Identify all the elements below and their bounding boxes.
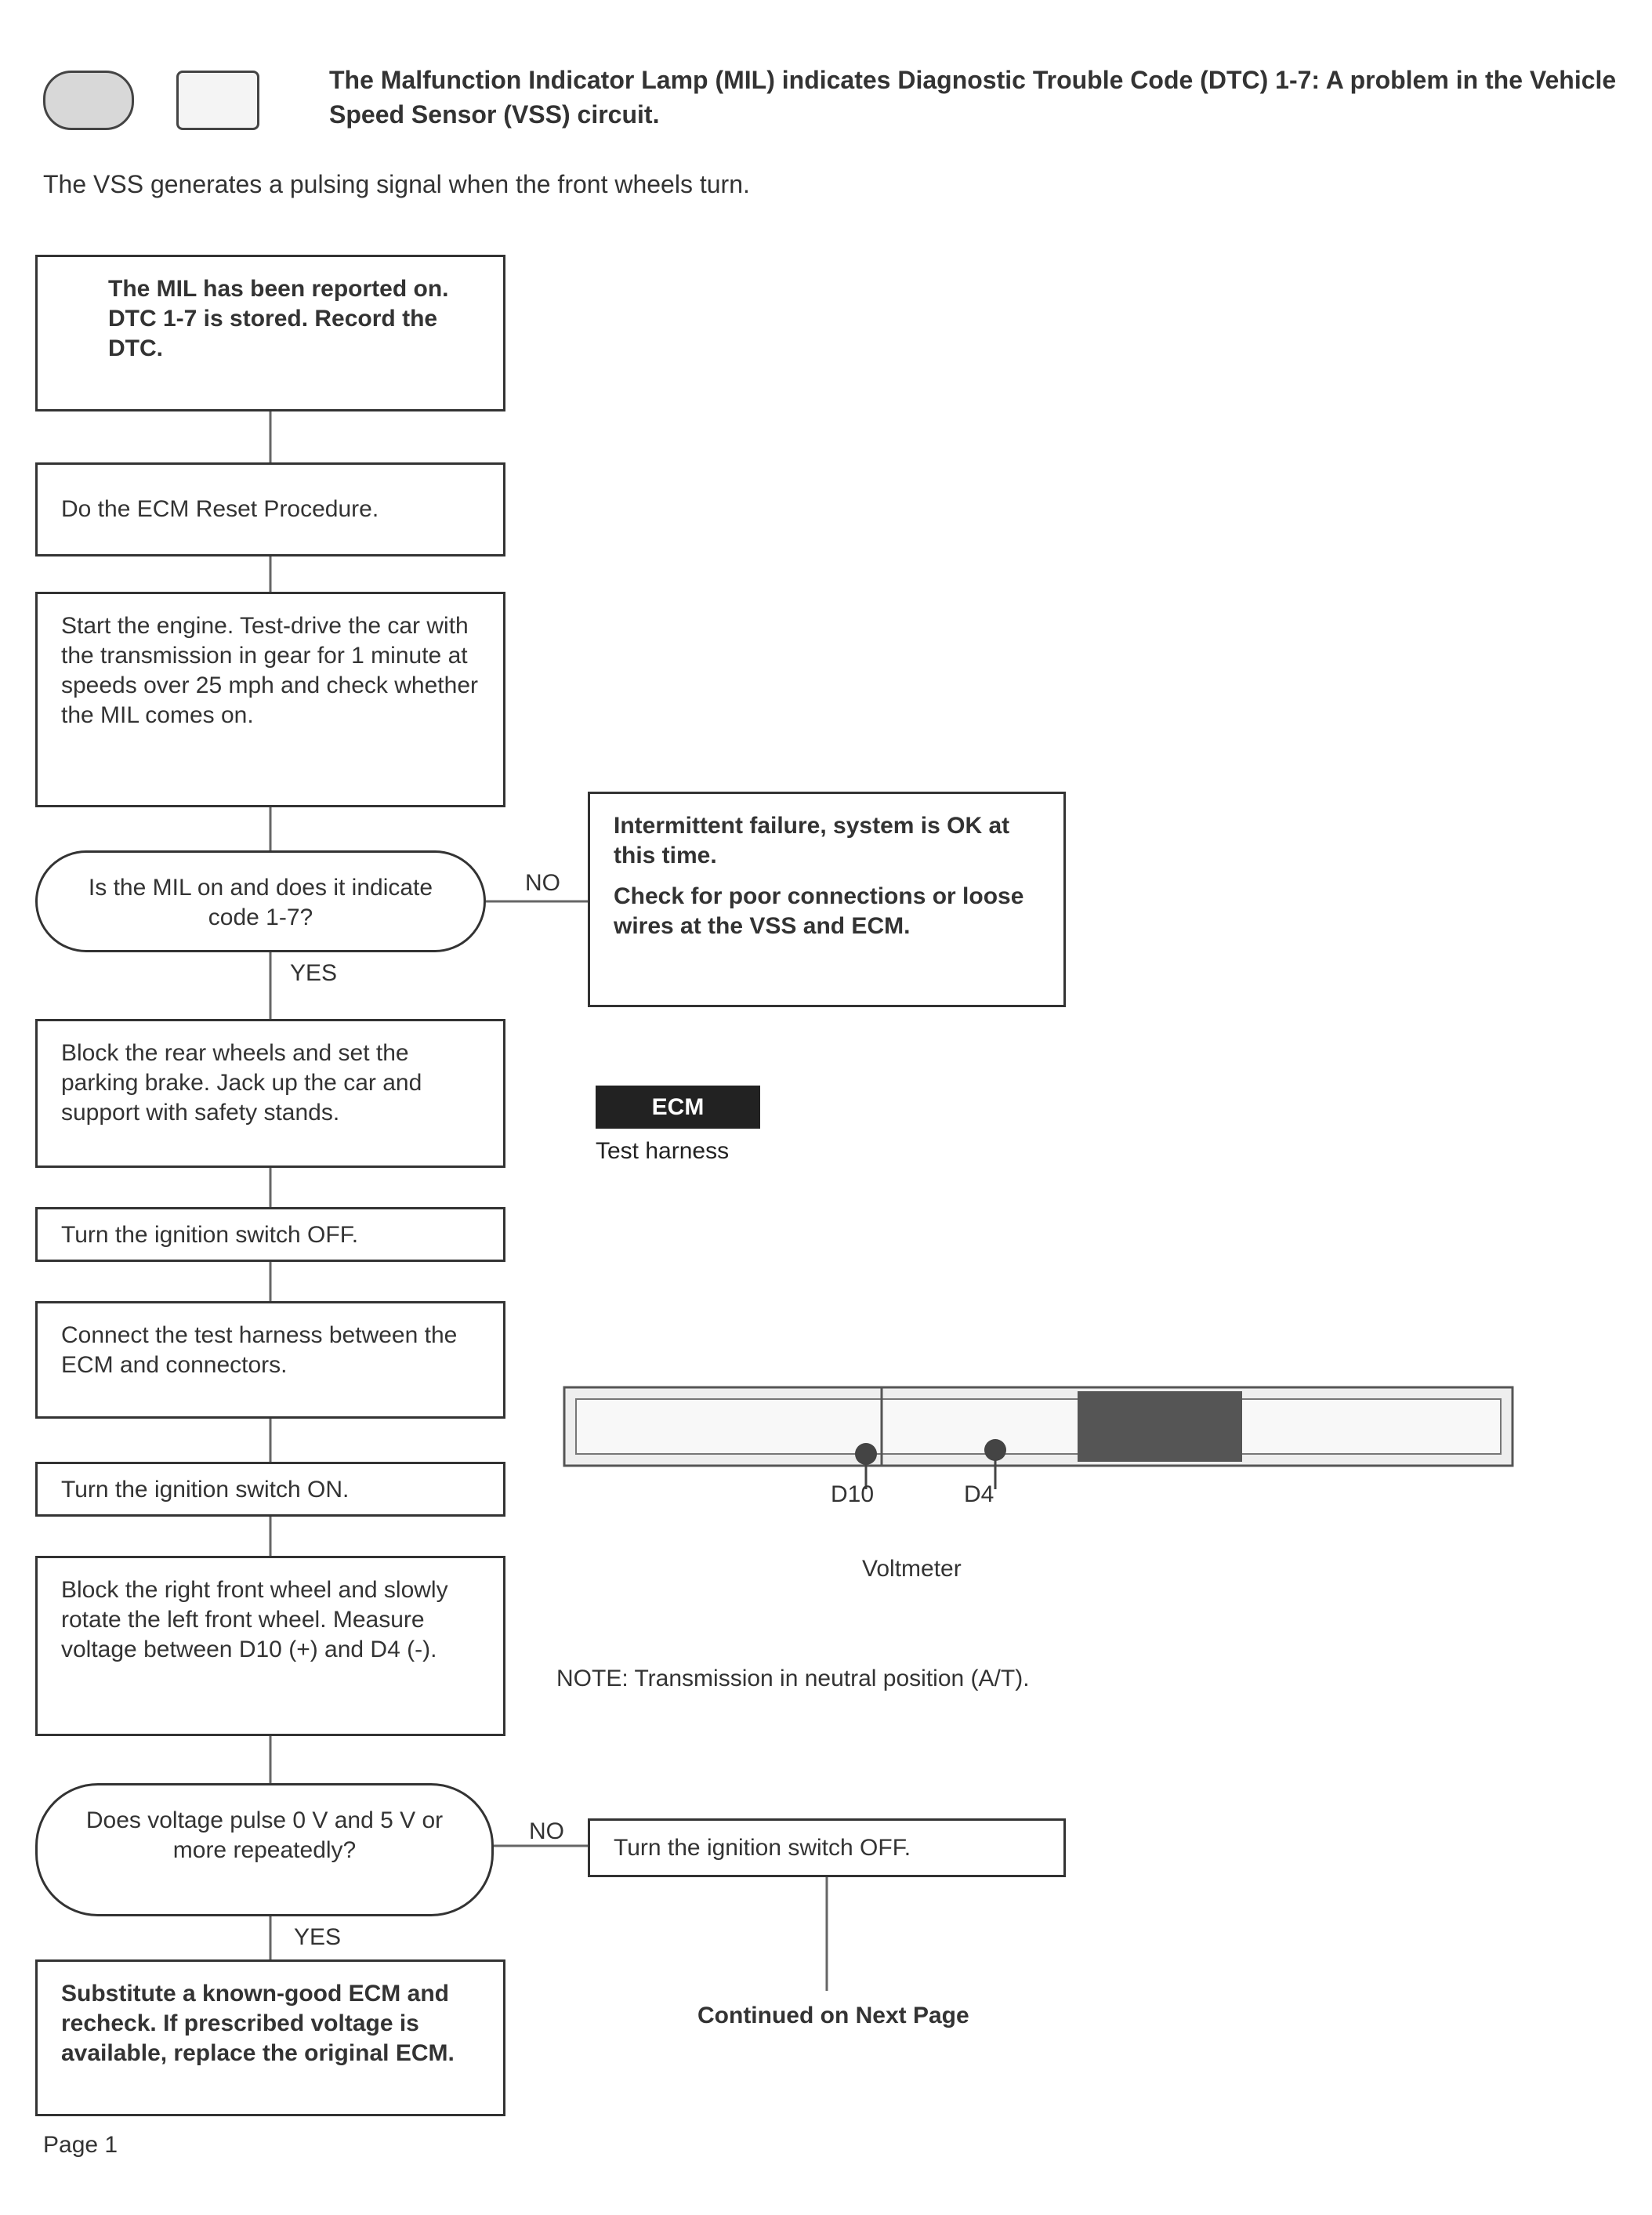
step-connect-harness: Connect the test harness between the ECM… xyxy=(35,1301,505,1419)
no-result-box: Intermittent failure, system is OK at th… xyxy=(588,792,1066,1007)
step-measure-voltage: Block the right front wheel and slowly r… xyxy=(35,1556,505,1736)
no-step-ignition-off: Turn the ignition switch OFF. xyxy=(588,1818,1066,1877)
harness-note: Voltmeter xyxy=(862,1556,962,1582)
figure-note: NOTE: Transmission in neutral position (… xyxy=(556,1666,1030,1691)
continued-label: Continued on Next Page xyxy=(697,2003,969,2028)
step-ignition-on: Turn the ignition switch ON. xyxy=(35,1462,505,1517)
no-result-text: Intermittent failure, system is OK at th… xyxy=(614,813,1010,868)
start-box: The MIL has been reported on. DTC 1-7 is… xyxy=(35,255,505,411)
step-reset: Do the ECM Reset Procedure. xyxy=(35,462,505,556)
ecm-tag: ECM xyxy=(596,1086,760,1129)
step-test-drive: Start the engine. Test-drive the car wit… xyxy=(35,592,505,807)
harness-label-a: D10 xyxy=(831,1481,875,1507)
result-substitute-ecm: Substitute a known-good ECM and recheck.… xyxy=(35,1959,505,2116)
header-title: The Malfunction Indicator Lamp (MIL) ind… xyxy=(329,66,1617,129)
harness-label-b: D4 xyxy=(964,1481,994,1507)
header-subtitle: The VSS generates a pulsing signal when … xyxy=(43,170,750,198)
decision2-no-label: NO xyxy=(529,1818,564,1844)
step-ignition-off: Turn the ignition switch OFF. xyxy=(35,1207,505,1262)
decision1-no-label: NO xyxy=(525,870,560,896)
page-footer: Page 1 xyxy=(43,2132,118,2158)
step-block-wheels: Block the rear wheels and set the parkin… xyxy=(35,1019,505,1168)
decision-voltage-pulse: Does voltage pulse 0 V and 5 V or more r… xyxy=(35,1783,494,1916)
code-display-icon xyxy=(176,71,259,130)
engine-check-icon xyxy=(43,71,134,130)
decision1-yes-label: YES xyxy=(290,960,338,986)
figure-caption: Test harness xyxy=(596,1138,730,1164)
decision2-yes-label: YES xyxy=(294,1924,342,1950)
no-result-text-b: Check for poor connections or loose wire… xyxy=(614,883,1024,939)
decision-mil-on: Is the MIL on and does it indicate code … xyxy=(35,850,486,952)
